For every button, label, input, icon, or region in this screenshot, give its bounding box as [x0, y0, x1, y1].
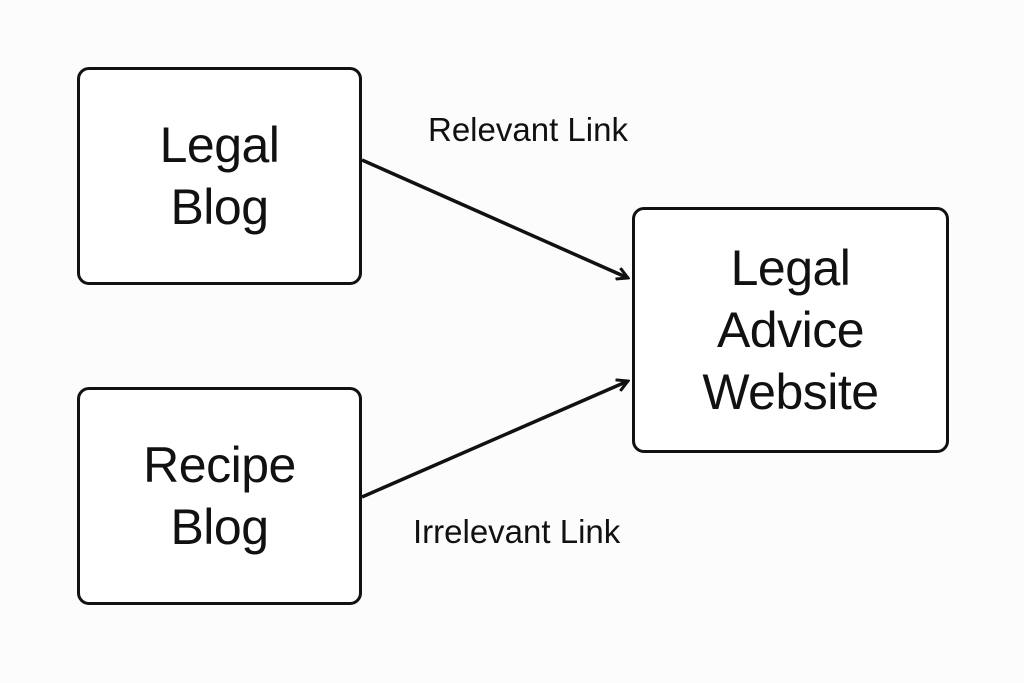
recipe-blog-label: Recipe Blog: [143, 437, 296, 555]
relevant-link-label: Relevant Link: [428, 111, 628, 148]
irrelevant-link-label: Irrelevant Link: [413, 513, 621, 550]
irrelevant-link-arrow: [361, 381, 628, 499]
relevant-link-arrow: [361, 158, 628, 278]
legal-advice-website-node: Legal Advice Website: [632, 207, 949, 453]
legal-advice-website-label: Legal Advice Website: [702, 240, 879, 420]
recipe-blog-node: Recipe Blog: [77, 387, 362, 605]
legal-blog-node: Legal Blog: [77, 67, 362, 285]
legal-blog-label: Legal Blog: [159, 117, 280, 235]
